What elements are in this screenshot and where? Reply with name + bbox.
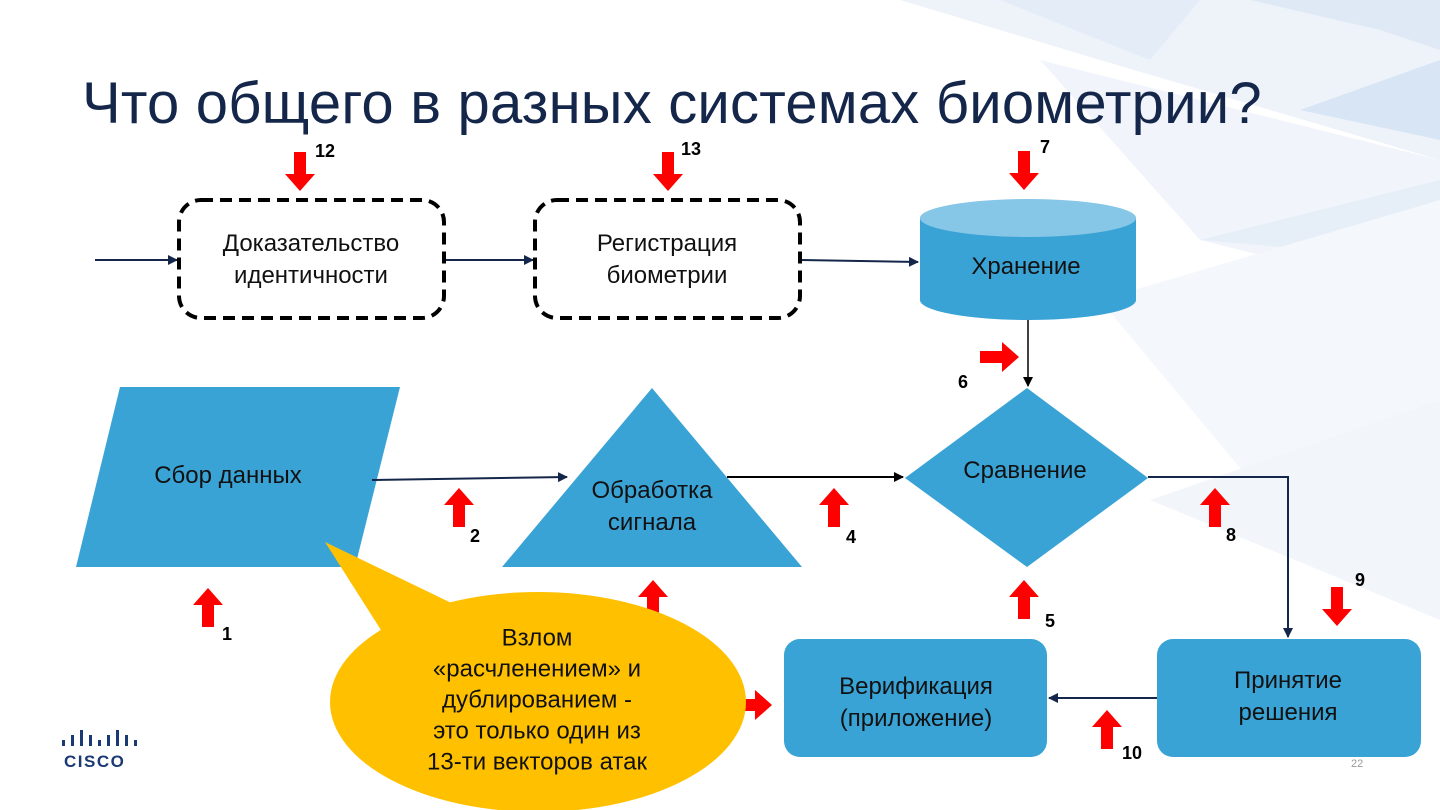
cisco-logo: CISCO xyxy=(64,752,126,771)
attack-arrow-6 xyxy=(980,342,1019,372)
biometric-enrollment-label: Регистрация биометрии xyxy=(596,230,738,289)
slide-title: Что общего в разных системах биометрии? xyxy=(82,71,1262,136)
attack-number-2: 2 xyxy=(470,526,481,546)
attack-number-9: 9 xyxy=(1355,570,1366,590)
attack-arrow-13 xyxy=(653,152,683,191)
decision-label: Принятие решения xyxy=(1234,667,1342,726)
attack-arrow-9 xyxy=(1322,587,1352,626)
attack-arrow-12 xyxy=(285,152,315,191)
data-capture-label: Сбор данных xyxy=(154,462,302,489)
attack-number-13: 13 xyxy=(681,139,702,159)
attack-number-12: 12 xyxy=(315,141,336,161)
attack-number-7: 7 xyxy=(1040,137,1051,157)
identity-proof-label: Доказательство идентичности xyxy=(222,230,400,289)
attack-arrow-2 xyxy=(444,488,474,527)
attack-number-4: 4 xyxy=(846,527,857,547)
attack-arrow-4 xyxy=(819,488,849,527)
storage-label: Хранение xyxy=(971,253,1081,280)
cisco-logo-bars xyxy=(62,730,137,746)
attack-arrow-5 xyxy=(1009,580,1039,619)
comparison-diamond xyxy=(905,388,1148,567)
decision-box xyxy=(1157,639,1421,757)
attack-number-10: 10 xyxy=(1122,743,1143,763)
page-number: 22 xyxy=(1351,758,1364,770)
attack-number-5: 5 xyxy=(1045,611,1056,631)
comparison-label: Сравнение xyxy=(963,457,1087,484)
attack-number-6: 6 xyxy=(958,372,969,392)
identity-proof-box xyxy=(177,198,446,320)
signal-processing-label: Обработка сигнала xyxy=(591,477,713,536)
verification-box xyxy=(784,639,1047,757)
callout-text: Взлом «расчленением» и дублированием - э… xyxy=(427,624,647,776)
attack-number-8: 8 xyxy=(1226,525,1237,545)
storage-cylinder xyxy=(920,199,1136,320)
attack-arrow-7 xyxy=(1009,151,1039,190)
connector-compare-to-decision xyxy=(1148,476,1293,638)
attack-number-1: 1 xyxy=(222,624,233,644)
data-capture-parallelogram xyxy=(76,387,400,567)
attack-arrow-1 xyxy=(193,588,223,627)
verification-label: Верификация (приложение) xyxy=(839,673,993,732)
attack-arrow-10 xyxy=(1092,710,1122,749)
connector-capture-to-processing xyxy=(371,472,568,483)
biometric-enrollment-box xyxy=(533,198,802,320)
attack-arrow-8 xyxy=(1200,488,1230,527)
signal-processing-triangle xyxy=(502,388,802,567)
callout-bubble xyxy=(325,542,746,810)
connector-enroll-to-storage xyxy=(800,256,919,267)
